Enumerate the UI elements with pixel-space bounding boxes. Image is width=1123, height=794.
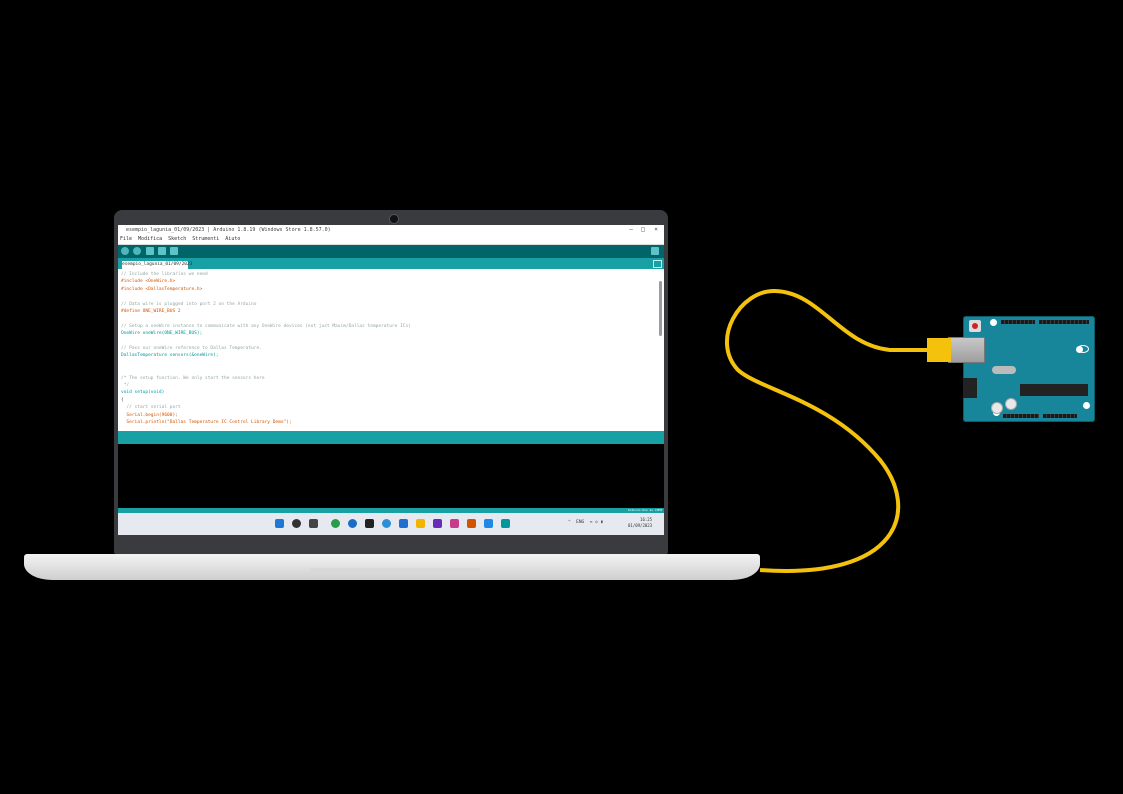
- save-icon[interactable]: [170, 247, 178, 255]
- laptop-notch: [310, 568, 480, 575]
- serial-monitor-icon[interactable]: [651, 247, 659, 255]
- laptop-base: [24, 554, 760, 580]
- capacitor: [1005, 398, 1017, 410]
- code-line: // Include the libraries we need: [121, 272, 208, 277]
- mail-icon[interactable]: [399, 519, 408, 528]
- code-line: // Pass our oneWire reference to Dallas …: [121, 346, 262, 351]
- open-icon[interactable]: [158, 247, 166, 255]
- onenote-icon[interactable]: [433, 519, 442, 528]
- system-tray[interactable]: ⌃ ENG ≈ ◇ ▮: [568, 520, 604, 525]
- clock-time: 16:25: [640, 517, 653, 522]
- usb-cable-plug: [927, 338, 951, 362]
- editor-scrollbar[interactable]: [659, 281, 662, 336]
- menu-file[interactable]: File: [120, 236, 133, 242]
- menu-tools[interactable]: Strumenti: [192, 236, 220, 242]
- code-line: Serial.println("Dallas Temperature IC Co…: [121, 420, 292, 425]
- tab-bar: [118, 258, 664, 269]
- status-bar: Arduino Uno su COM3: [118, 508, 664, 513]
- minimize-icon[interactable]: –: [629, 226, 633, 233]
- digital-header-left: [1001, 320, 1035, 324]
- code-line: DallasTemperature sensors(&oneWire);: [121, 353, 219, 359]
- office-icon[interactable]: [467, 519, 476, 528]
- laptop-screen: esempio_lagunia_01/09/2023 | Arduino 1.8…: [118, 225, 664, 535]
- crystal-oscillator: [992, 366, 1016, 374]
- media-icon[interactable]: [450, 519, 459, 528]
- usb-b-port: [948, 337, 985, 363]
- start-icon[interactable]: [275, 519, 284, 528]
- mounting-hole: [990, 319, 997, 326]
- code-line: // Setup a oneWire instance to communica…: [121, 323, 411, 329]
- close-icon[interactable]: ×: [654, 226, 658, 233]
- code-line: {: [121, 397, 124, 403]
- power-jack: [963, 378, 977, 398]
- menu-sketch[interactable]: Sketch: [168, 236, 187, 242]
- app-icon[interactable]: [365, 519, 374, 528]
- verify-icon[interactable]: [121, 247, 129, 255]
- arduino-icon[interactable]: [501, 519, 510, 528]
- toolbar: [118, 245, 664, 258]
- arduino-uno-board: [963, 316, 1095, 422]
- code-line: Serial.begin(9600);: [121, 412, 178, 418]
- chrome-icon[interactable]: [331, 519, 340, 528]
- clock-date: 01/09/2023: [628, 523, 653, 528]
- edge-icon[interactable]: [348, 519, 357, 528]
- code-line: /* The setup function. We only start the…: [121, 375, 265, 381]
- message-bar: [118, 431, 664, 444]
- atmega-chip: [1020, 384, 1088, 396]
- webcam-icon: [389, 214, 399, 224]
- search-icon[interactable]: [292, 519, 301, 528]
- reset-button-cap: [972, 323, 978, 329]
- board-status: Arduino Uno su COM3: [627, 508, 663, 512]
- code-editor[interactable]: // Include the libraries we need #include…: [118, 269, 664, 431]
- code-line: #include <OneWire.h>: [121, 279, 176, 285]
- maximize-icon[interactable]: □: [641, 226, 645, 233]
- window-title: esempio_lagunia_01/09/2023 | Arduino 1.8…: [126, 227, 331, 233]
- code-line: #include <DallasTemperature.h>: [121, 286, 203, 292]
- window-titlebar: esempio_lagunia_01/09/2023 | Arduino 1.8…: [118, 225, 664, 235]
- browser-icon[interactable]: [382, 519, 391, 528]
- console-output: [118, 444, 664, 508]
- new-icon[interactable]: [146, 247, 154, 255]
- tray-language[interactable]: ENG: [576, 520, 585, 525]
- tab-menu-icon[interactable]: [653, 260, 662, 268]
- calendar-icon[interactable]: [484, 519, 493, 528]
- folder-icon[interactable]: [416, 519, 425, 528]
- menu-help[interactable]: Aiuto: [225, 236, 241, 242]
- digital-header-right: [1039, 320, 1089, 324]
- code-line: OneWire oneWire(ONE_WIRE_BUS);: [121, 331, 203, 337]
- analog-header: [1043, 414, 1077, 418]
- menu-edit[interactable]: Modifica: [138, 236, 163, 242]
- upload-icon[interactable]: [133, 247, 141, 255]
- code-line: // Data wire is plugged into port 2 on t…: [121, 301, 257, 307]
- code-line: void setup(void): [121, 390, 165, 396]
- code-line: #define ONE_WIRE_BUS 2: [121, 309, 181, 314]
- mounting-hole: [1083, 402, 1090, 409]
- arduino-logo-icon: [1077, 345, 1089, 353]
- task-view-icon[interactable]: [309, 519, 318, 528]
- tab-sketch[interactable]: esempio_lagunia_01/09/2023: [122, 261, 193, 269]
- capacitor: [991, 402, 1003, 414]
- code-line: // start serial port: [121, 405, 181, 411]
- menu-bar: File Modifica Sketch Strumenti Aiuto: [118, 235, 664, 245]
- board-outline: [963, 316, 1095, 422]
- power-header: [1003, 414, 1039, 418]
- code-line: */: [121, 383, 130, 388]
